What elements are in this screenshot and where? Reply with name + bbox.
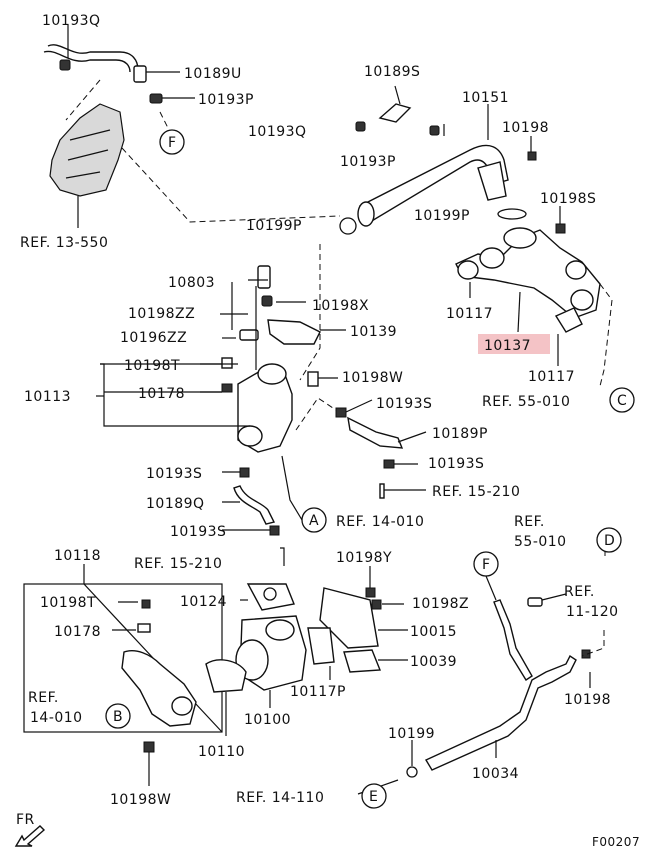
label-10193s-right: 10193S [376, 396, 432, 412]
label-ref-d-line1: REF. [514, 514, 545, 530]
label-10198s: 10198S [540, 191, 596, 207]
circle-letter-a: A [309, 513, 319, 529]
ref-circle-b [105, 703, 131, 729]
manifold-group [455, 227, 613, 387]
label-10139: 10139 [350, 324, 397, 340]
label-ref-14-010-a: REF. 14-010 [336, 514, 424, 530]
part-highlight-10137 [478, 334, 550, 354]
reference-circles [105, 387, 635, 809]
label-10039: 10039 [410, 654, 457, 670]
water-pipe-group [357, 540, 606, 795]
circle-letter-b: B [113, 709, 123, 725]
label-10199: 10199 [388, 726, 435, 742]
sub-assembly-box [23, 564, 223, 733]
front-direction-arrow [14, 825, 46, 847]
circle-letter-f-top: F [168, 135, 177, 151]
label-10189p: 10189P [432, 426, 488, 442]
label-10193s-low: 10193S [170, 524, 226, 540]
circle-letter-c: C [617, 393, 627, 409]
ref-circle-c [609, 387, 635, 413]
label-figure-code: F00207 [592, 835, 640, 849]
label-10193p-top: 10193P [198, 92, 254, 108]
label-10198t-box: 10198T [40, 595, 96, 611]
label-10137: 10137 [484, 338, 531, 354]
label-10178-box: 10178 [54, 624, 101, 640]
label-10198w-main: 10198W [342, 370, 403, 386]
label-ref-13-550: REF. 13-550 [20, 235, 108, 251]
label-10100: 10100 [244, 712, 291, 728]
ref-circle-d [596, 527, 622, 553]
label-10117-b: 10117 [528, 369, 575, 385]
label-10198-right: 10198 [564, 692, 611, 708]
circle-letters: A B C D E F F [113, 135, 627, 805]
label-ref-11-120-line2: 11-120 [566, 604, 619, 620]
egr-cooler-group [143, 566, 408, 786]
label-10198zz: 10198ZZ [128, 306, 195, 322]
label-10193s-right2: 10193S [428, 456, 484, 472]
label-10196zz: 10196ZZ [120, 330, 187, 346]
label-10015: 10015 [410, 624, 457, 640]
label-10110: 10110 [198, 744, 245, 760]
intake-pipe-group [339, 85, 566, 235]
label-10198z: 10198Z [412, 596, 469, 612]
circle-letter-f-right: F [482, 557, 491, 573]
label-ref-11-120-line1: REF. [564, 584, 595, 600]
label-ref-15-210-right: REF. 15-210 [432, 484, 520, 500]
label-ref-14-110: REF. 14-110 [236, 790, 324, 806]
label-10193p-mid: 10193P [340, 154, 396, 170]
ref-circle-e [361, 783, 387, 809]
lower-hoses [222, 397, 427, 566]
label-10178-main: 10178 [138, 386, 185, 402]
label-ref-14-010-b-line1: REF. [28, 690, 59, 706]
label-10198x: 10198X [312, 298, 369, 314]
label-ref-d-line2: 55-010 [514, 534, 567, 550]
label-10117p: 10117P [290, 684, 346, 700]
label-10199p-left: 10199P [246, 218, 302, 234]
part-labels: 10193Q 10189U 10193P REF. 13-550 10189S … [16, 13, 640, 849]
label-10113: 10113 [24, 389, 71, 405]
label-10803: 10803 [168, 275, 215, 291]
label-10198w-low: 10198W [110, 792, 171, 808]
label-10117-a: 10117 [446, 306, 493, 322]
label-10189s: 10189S [364, 64, 420, 80]
label-10193q-mid: 10193Q [248, 124, 307, 140]
label-ref-55-010-c: REF. 55-010 [482, 394, 570, 410]
circle-letter-e: E [369, 789, 378, 805]
egr-valve-assembly [96, 244, 346, 453]
label-10118: 10118 [54, 548, 101, 564]
label-ref-15-210-left: REF. 15-210 [134, 556, 222, 572]
label-10124: 10124 [180, 594, 227, 610]
circle-letter-d: D [604, 533, 615, 549]
label-ref-14-010-b-line2: 14-010 [30, 710, 83, 726]
label-10189u: 10189U [184, 66, 242, 82]
label-10193s-left: 10193S [146, 466, 202, 482]
label-10034: 10034 [472, 766, 519, 782]
label-10198y: 10198Y [336, 550, 392, 566]
label-fr: FR [16, 812, 35, 828]
label-10198-top: 10198 [502, 120, 549, 136]
label-10193q-top: 10193Q [42, 13, 101, 29]
ref-circle-f-right [473, 551, 499, 577]
upper-left-hose-group [43, 24, 341, 228]
ref-circle-a [301, 507, 327, 533]
label-10189q: 10189Q [146, 496, 205, 512]
label-10151: 10151 [462, 90, 509, 106]
label-10198t-main: 10198T [124, 358, 180, 374]
label-10199p-right: 10199P [414, 208, 470, 224]
